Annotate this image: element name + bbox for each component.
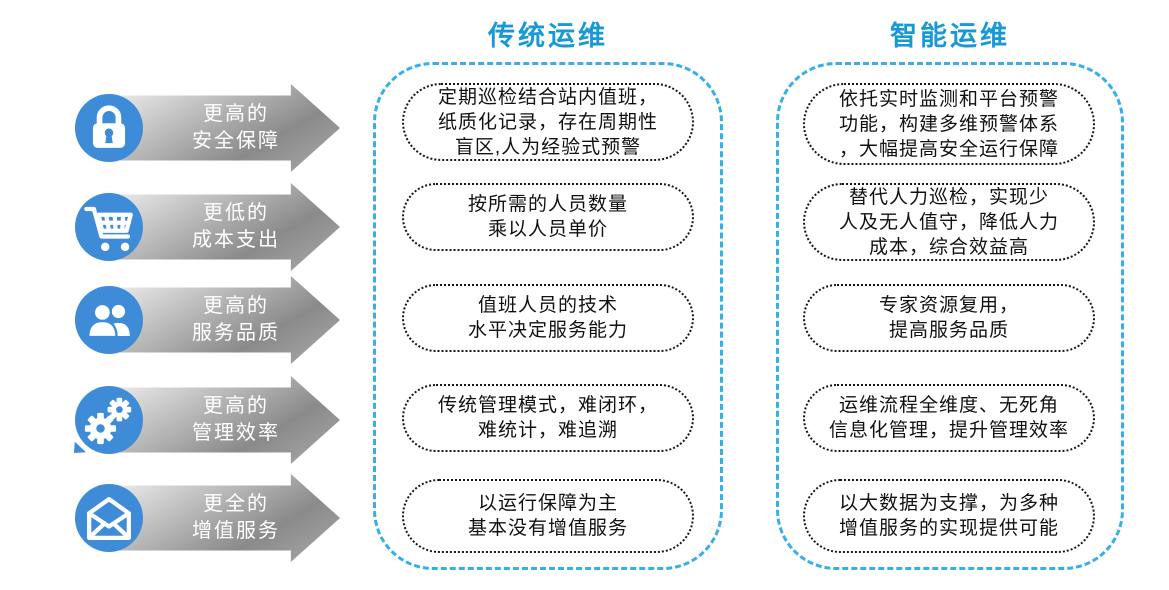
box-line: 基本没有增值服务 bbox=[467, 518, 628, 539]
cost-badge bbox=[75, 193, 143, 261]
smart-column-title: 智能运维 bbox=[890, 21, 1010, 51]
lock-icon bbox=[92, 105, 126, 148]
box-line: 以运行保障为主 bbox=[477, 493, 618, 514]
smart-box-service: 专家资源复用， 提高服务品质 bbox=[803, 284, 1095, 352]
box-line: 功能，构建多维预警体系 bbox=[838, 113, 1059, 135]
gears-icon bbox=[84, 397, 132, 445]
value-added-arrow-label: 更全的 增值服务 bbox=[106, 474, 340, 562]
box-line: 值班人员的技术 bbox=[477, 295, 618, 316]
cost-arrow-label: 更低的 成本支出 bbox=[106, 183, 340, 271]
smart-box-cost: 替代人力巡检，实现少 人及无人值守，降低人力 成本，综合效益高 bbox=[803, 183, 1095, 261]
box-line: 增值服务的实现提供可能 bbox=[838, 518, 1059, 539]
traditional-container bbox=[373, 62, 723, 570]
security-arrow-label: 更高的 安全保障 bbox=[106, 84, 340, 172]
arrow-label-line: 增值服务 bbox=[192, 520, 280, 542]
management-badge bbox=[75, 386, 143, 454]
box-line: 替代人力巡检，实现少 bbox=[848, 186, 1049, 208]
box-line: 定期巡检结合站内值班， bbox=[437, 86, 658, 108]
value-added-badge bbox=[75, 484, 143, 552]
box-line: 运维流程全维度、无死角 bbox=[838, 395, 1059, 416]
traditional-column-title: 传统运维 bbox=[488, 21, 608, 51]
smart-box-value-added: 以大数据为支撑，为多种 增值服务的实现提供可能 bbox=[803, 479, 1095, 553]
box-line: 按所需的人员数量 bbox=[467, 194, 628, 215]
arrow-label-line: 更高的 bbox=[203, 103, 269, 125]
arrow-label-line: 服务品质 bbox=[192, 322, 280, 344]
box-line: 传统管理模式，难闭环， bbox=[437, 395, 658, 416]
traditional-box-management: 传统管理模式，难闭环， 难统计，难追溯 bbox=[402, 384, 694, 452]
arrow-label-line: 管理效率 bbox=[192, 422, 280, 444]
box-line: 水平决定服务能力 bbox=[467, 320, 628, 341]
smart-box-management: 运维流程全维度、无死角 信息化管理，提升管理效率 bbox=[803, 384, 1095, 452]
box-line: 纸质化记录，存在周期性 bbox=[437, 111, 658, 133]
traditional-box-security: 定期巡检结合站内值班， 纸质化记录，存在周期性 盲区,人为经验式预警 bbox=[402, 83, 694, 161]
management-arrow-label: 更高的 管理效率 bbox=[106, 376, 340, 464]
arrow-label-line: 成本支出 bbox=[192, 229, 280, 251]
box-line: 专家资源复用， bbox=[878, 295, 1019, 316]
arrow-label-line: 更高的 bbox=[203, 395, 269, 417]
box-line: 依托实时监测和平台预警 bbox=[838, 88, 1059, 110]
users-icon bbox=[87, 302, 130, 339]
box-line: 信息化管理，提升管理效率 bbox=[828, 420, 1069, 441]
box-line: ，大幅提高安全运行保障 bbox=[838, 138, 1059, 160]
service-badge bbox=[75, 286, 143, 354]
traditional-box-value-added: 以运行保障为主 基本没有增值服务 bbox=[402, 479, 694, 553]
arrow-label-line: 安全保障 bbox=[192, 130, 280, 152]
security-badge bbox=[75, 94, 143, 162]
box-line: 乘以人员单价 bbox=[487, 219, 608, 240]
box-line: 盲区,人为经验式预警 bbox=[454, 136, 642, 158]
cart-icon bbox=[84, 206, 133, 252]
box-line: 以大数据为支撑，为多种 bbox=[838, 493, 1059, 514]
box-line: 人及无人值守，降低人力 bbox=[838, 211, 1059, 233]
smart-box-security: 依托实时监测和平台预警 功能，构建多维预警体系 ，大幅提高安全运行保障 bbox=[803, 83, 1095, 165]
envelope-icon bbox=[87, 496, 131, 540]
arrow-label-line: 更全的 bbox=[203, 493, 269, 515]
box-line: 难统计，难追溯 bbox=[477, 420, 618, 441]
arrow-label-line: 更高的 bbox=[203, 295, 269, 317]
box-line: 成本，综合效益高 bbox=[868, 236, 1029, 258]
service-arrow-label: 更高的 服务品质 bbox=[106, 276, 340, 364]
smart-container bbox=[776, 62, 1124, 570]
traditional-box-service: 值班人员的技术 水平决定服务能力 bbox=[402, 284, 694, 352]
arrow-label-line: 更低的 bbox=[203, 202, 269, 224]
traditional-box-cost: 按所需的人员数量 乘以人员单价 bbox=[402, 183, 694, 251]
box-line: 提高服务品质 bbox=[888, 320, 1009, 341]
